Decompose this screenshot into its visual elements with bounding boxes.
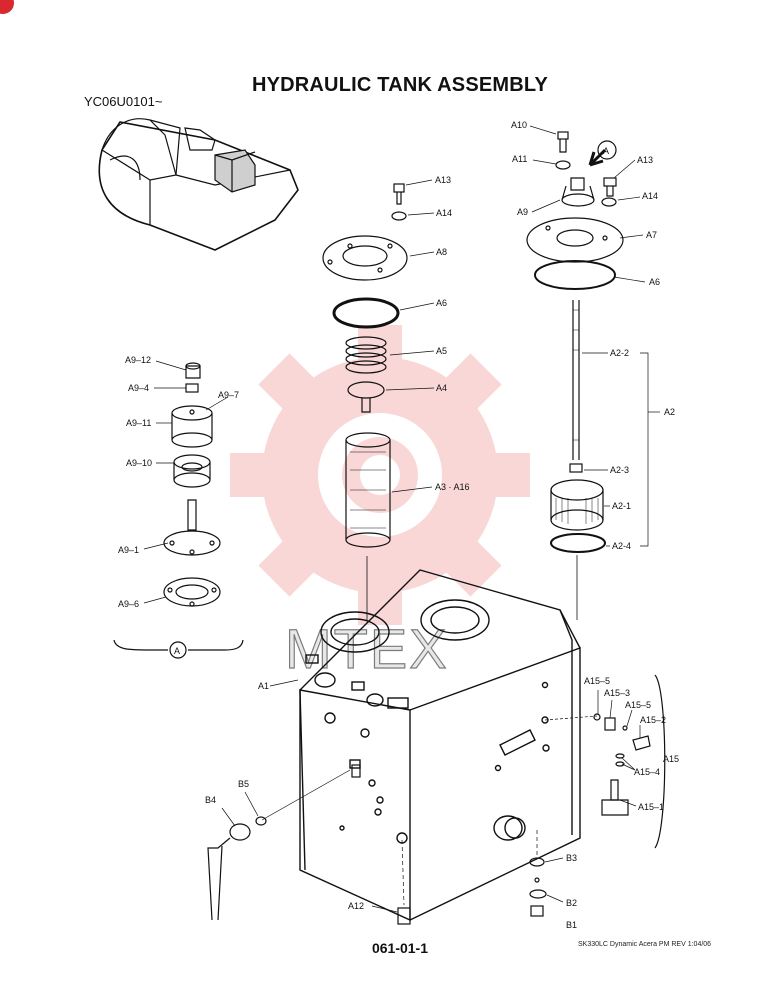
label-a15: A15 [663,754,679,764]
a15-fitting-group [593,674,666,849]
tank-body-a1 [299,569,581,922]
view-a-letter: A [603,146,609,156]
watermark-gear-icon [230,325,530,625]
label-b1: B1 [566,920,577,930]
label-a9-6: A9–6 [118,599,139,609]
label-a12: A12 [348,901,364,911]
label-a9-7: A9–7 [218,390,239,400]
label-a9-12: A9–12 [125,355,151,365]
label-a9-1: A9–1 [118,545,139,555]
label-a2-1: A2-1 [612,501,631,511]
left-filter-stack [322,183,408,620]
label-a3-a16: A3 · A16 [435,482,470,492]
watermark: MTEX [230,325,530,681]
label-a15-1: A15–1 [638,802,664,812]
label-b5: B5 [238,779,249,789]
label-a7: A7 [646,230,657,240]
label-b2: B2 [566,898,577,908]
leader-lines [143,125,660,913]
label-a15-2: A15–2 [640,715,666,725]
label-a13-left: A13 [435,175,451,185]
watermark-text: MTEX [285,617,449,680]
serial-range: YC06U0101~ [84,94,163,109]
label-a15-5-top: A15–5 [584,676,610,686]
label-a2-3: A2-3 [610,465,629,475]
b-items [207,764,547,925]
label-a14-right: A14 [642,191,658,201]
detail-view-a9 [113,362,244,659]
footer-note: SK330LC Dynamic Acera PM REV 1:04/06 [578,941,712,948]
label-a9-4: A9–4 [128,383,149,393]
label-a6-left: A6 [436,298,447,308]
label-a9-11: A9–11 [126,418,151,428]
label-b3: B3 [566,853,577,863]
label-a11: A11 [512,154,527,164]
label-a13-right: A13 [637,155,653,165]
label-a6-right: A6 [649,277,660,287]
label-a15-4: A15–4 [634,767,660,777]
label-a9: A9 [517,207,528,217]
page-title: HYDRAULIC TANK ASSEMBLY [251,74,549,96]
part-labels: A10 A11 A13 A14 A9 A7 A6 A13 A14 A8 A6 A… [118,120,679,930]
label-a2-2: A2-2 [610,348,629,358]
label-b4: B4 [205,795,216,805]
right-breather-stack [526,131,624,620]
label-a14-left: A14 [436,208,452,218]
view-a-callout [588,140,617,167]
detail-a-letter: A [174,646,180,656]
label-a10: A10 [511,120,527,130]
label-a15-5: A15–5 [625,700,651,710]
page-number: 061-01-1 [371,940,429,956]
label-a4: A4 [436,383,447,393]
label-a15-3: A15–3 [604,688,630,698]
label-a8: A8 [436,247,447,257]
corner-badge [0,0,14,14]
label-a2-4: A2-4 [612,541,631,551]
label-a9-10: A9–10 [126,458,152,468]
machine-locator-sketch [98,118,299,251]
label-a1: A1 [258,681,269,691]
label-a2: A2 [664,407,675,417]
label-a5: A5 [436,346,447,356]
